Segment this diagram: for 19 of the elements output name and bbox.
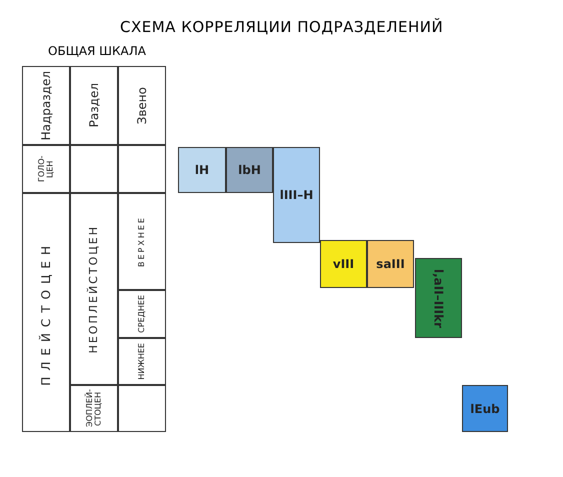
table-heading: ОБЩАЯ ШКАЛА: [47, 44, 147, 60]
stratigraphic-unit-box: vIII: [320, 240, 367, 288]
stratigraphic-unit-box: lIII–H: [273, 147, 320, 243]
table-cell: ПЛЕЙСТОЦЕН: [22, 193, 70, 432]
stratigraphic-unit-box: saIII: [367, 240, 414, 288]
table-cell: Надраздел: [22, 66, 70, 145]
table-cell: НЕОПЛЕЙСТОЦЕН: [70, 193, 118, 385]
stratigraphic-unit-box: lEub: [462, 385, 508, 432]
diagram-title: СХЕМА КОРРЕЛЯЦИИ ПОДРАЗДЕЛЕНИЙ: [120, 18, 444, 36]
table-cell: ВЕРХНЕЕ: [118, 193, 166, 290]
stratigraphic-unit-box: l,aII–IIIkr: [415, 258, 462, 338]
table-cell: Раздел: [70, 66, 118, 145]
table-cell: ЭОПЛЕЙ- СТОЦЕН: [70, 385, 118, 432]
stratigraphic-unit-box: lbH: [226, 147, 273, 193]
table-cell: Звено: [118, 66, 166, 145]
table-cell: СРЕДНЕЕ: [118, 290, 166, 338]
stratigraphic-unit-box: lH: [178, 147, 226, 193]
table-cell: ГОЛО- ЦЕН: [22, 145, 70, 193]
table-cell: НИЖНЕЕ: [118, 338, 166, 385]
